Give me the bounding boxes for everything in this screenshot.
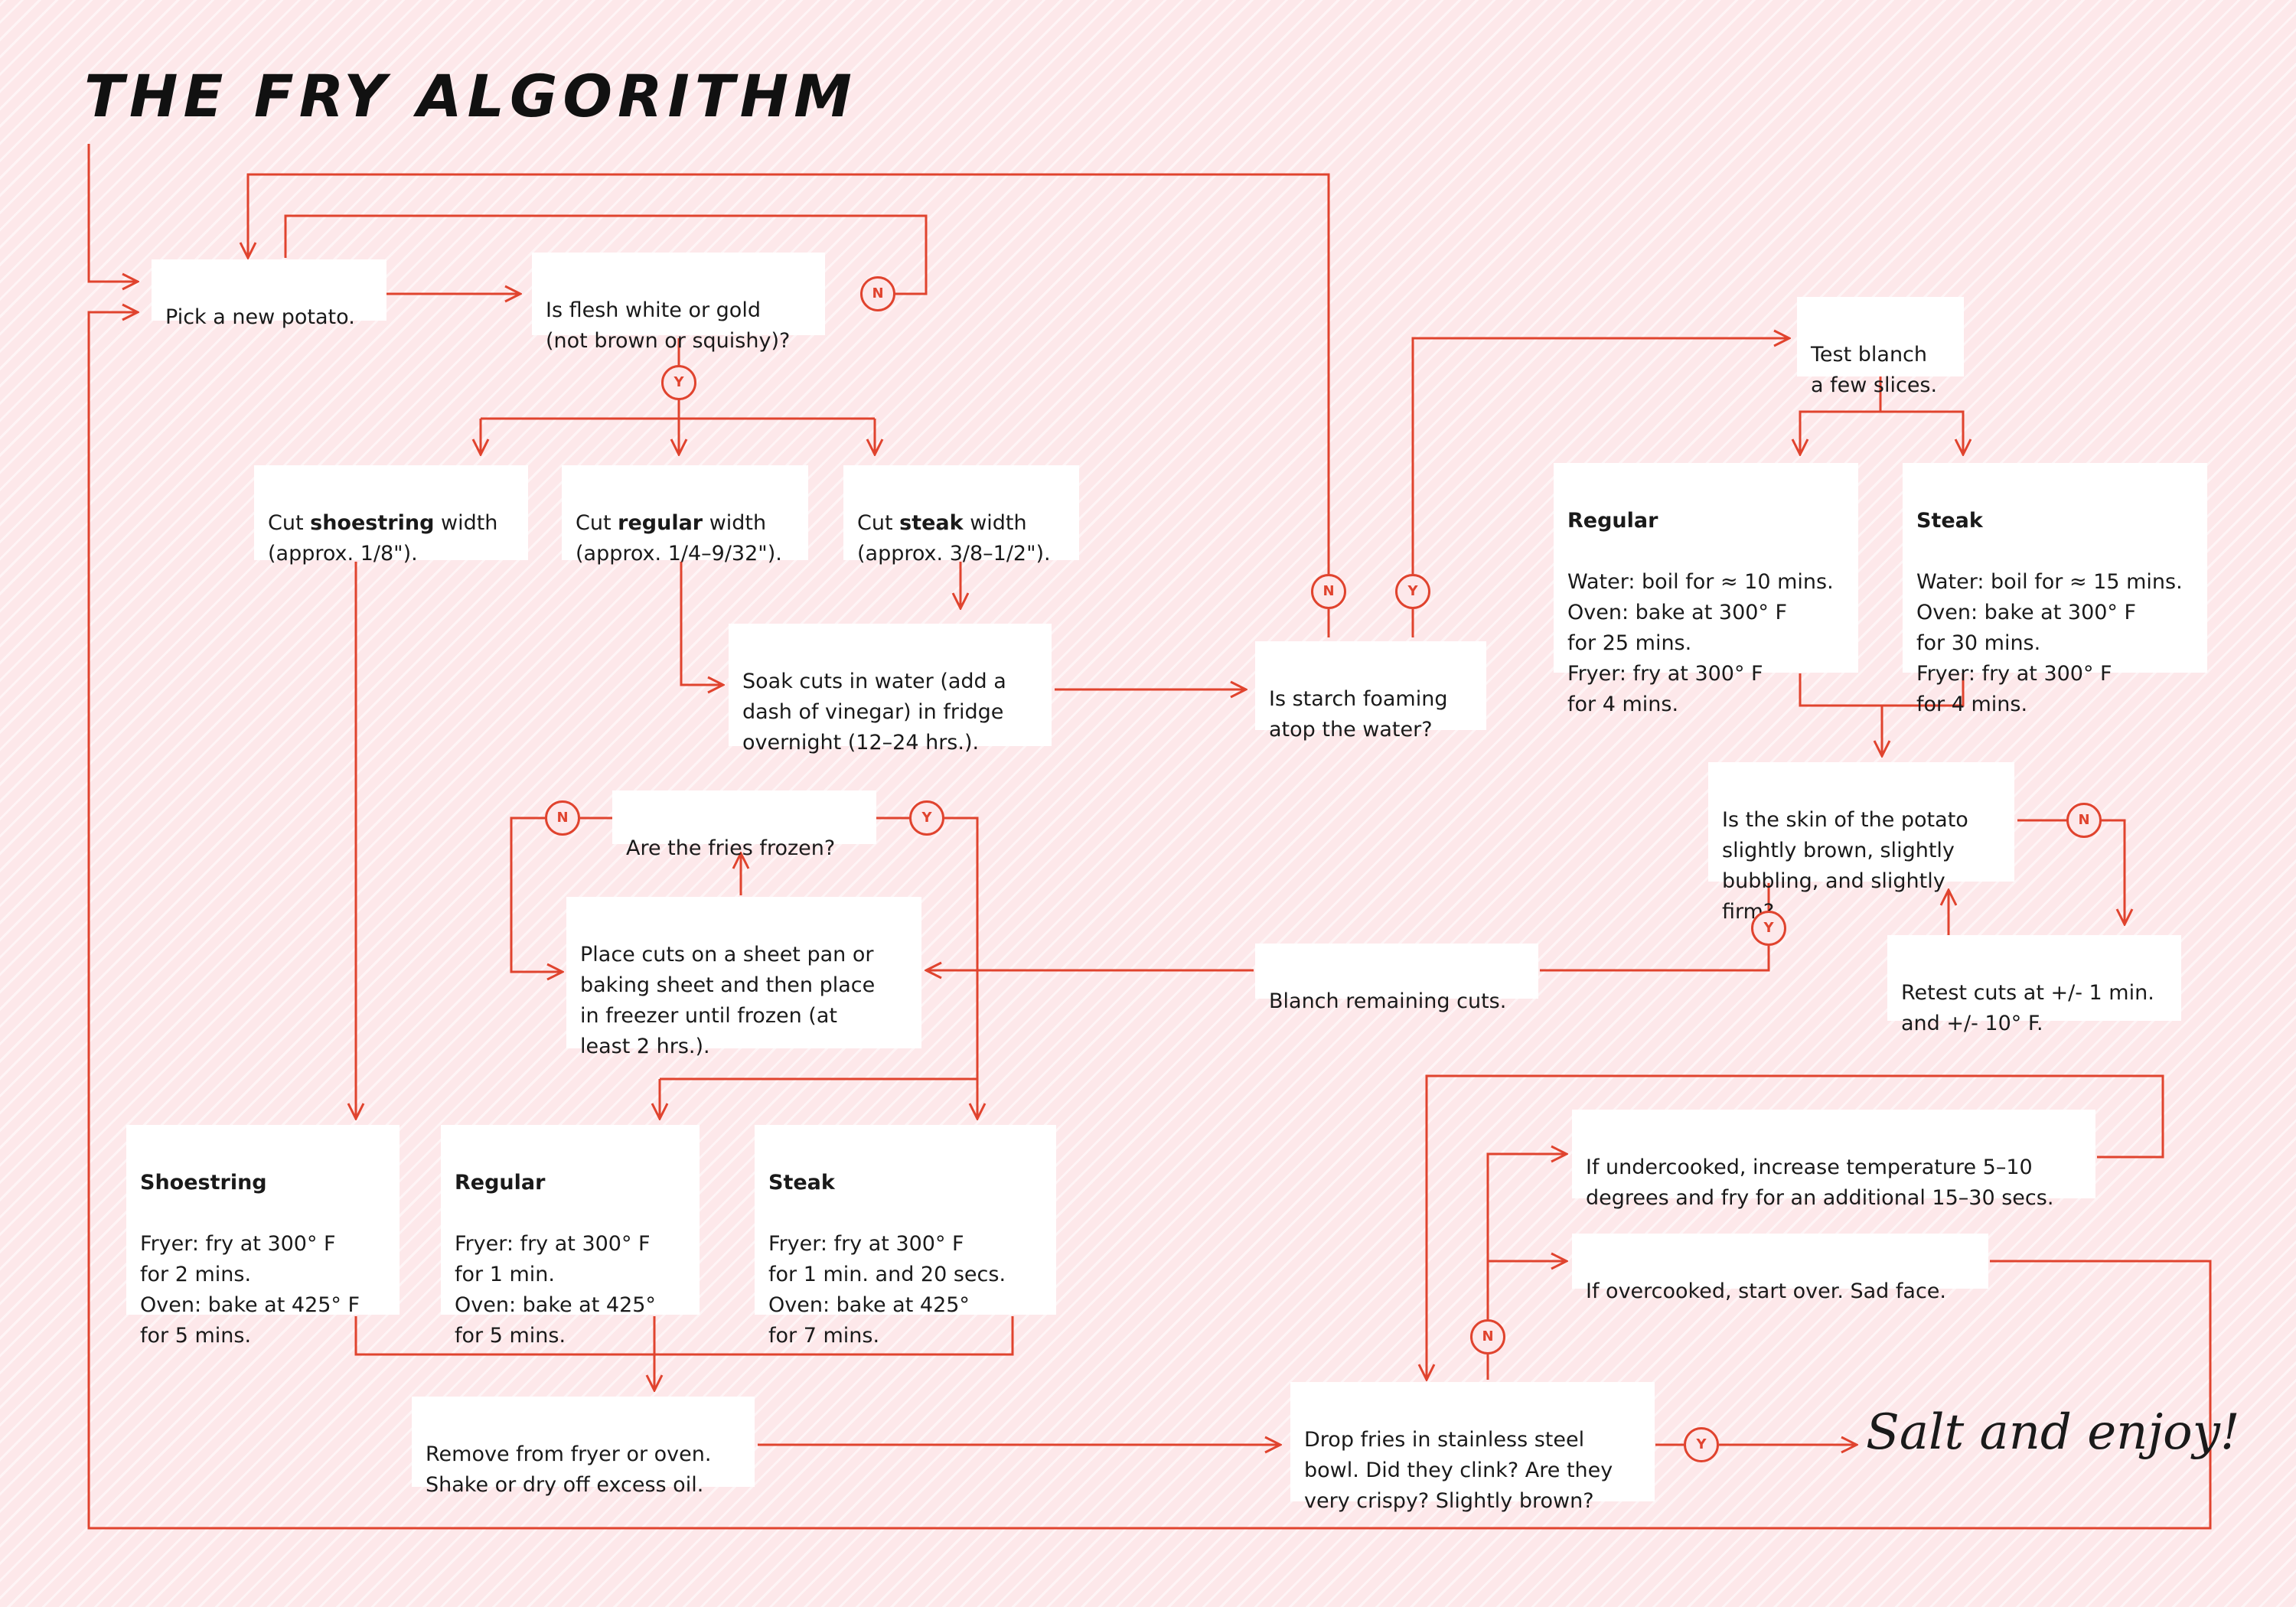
cut-regular-pre: Cut xyxy=(576,511,618,535)
blanch-regular-body: Water: boil for ≈ 10 mins. Oven: bake at… xyxy=(1567,570,1834,716)
fry-regular-heading: Regular xyxy=(455,1171,546,1195)
flesh-yes-marker: Y xyxy=(661,365,696,400)
blanch-regular-heading: Regular xyxy=(1567,509,1658,533)
regular-to-soak-connector xyxy=(680,562,723,685)
blanch-steak-box: Steak Water: boil for ≈ 15 mins. Oven: b… xyxy=(1903,463,2207,716)
start-connector xyxy=(87,144,138,282)
freeze-text: Place cuts on a sheet pan or baking shee… xyxy=(580,943,876,1058)
soak-text: Soak cuts in water (add a dash of vinega… xyxy=(742,670,1006,755)
frozen-yes-marker: Y xyxy=(909,800,944,836)
fry-regular-box: Regular Fryer: fry at 300° F for 1 min. … xyxy=(441,1125,700,1348)
overcooked-box: If overcooked, start over. Sad face. xyxy=(1572,1234,1988,1303)
pick-potato-text: Pick a new potato. xyxy=(165,305,355,329)
cut-regular-box: Cut regular width (approx. 1/4–9/32"). xyxy=(562,465,808,566)
starch-yes-marker: Y xyxy=(1395,574,1430,609)
diagram-title: THE FRY ALGORITHM xyxy=(84,62,857,130)
remove-text: Remove from fryer or oven. Shake or dry … xyxy=(426,1442,712,1497)
starch-no-marker: N xyxy=(1311,574,1346,609)
skin-check-box: Is the skin of the potato slightly brown… xyxy=(1708,762,2014,924)
undercooked-text: If undercooked, increase temperature 5–1… xyxy=(1586,1156,2054,1210)
retest-text: Retest cuts at +/- 1 min. and +/- 10° F. xyxy=(1901,981,2154,1035)
flesh-check-box: Is flesh white or gold (not brown or squ… xyxy=(532,253,825,353)
blanch-steak-body: Water: boil for ≈ 15 mins. Oven: bake at… xyxy=(1916,570,2183,716)
retest-box: Retest cuts at +/- 1 min. and +/- 10° F. xyxy=(1887,935,2181,1035)
blanch-remaining-text: Blanch remaining cuts. xyxy=(1269,989,1507,1013)
frozen-no-marker: N xyxy=(545,800,580,836)
ending-text: Salt and enjoy! xyxy=(1866,1404,2240,1461)
frozen-check-text: Are the fries frozen? xyxy=(626,836,836,860)
fry-steak-heading: Steak xyxy=(768,1171,835,1195)
undercooked-box: If undercooked, increase temperature 5–1… xyxy=(1572,1110,2095,1210)
drop-check-text: Drop fries in stainless steel bowl. Did … xyxy=(1304,1428,1613,1513)
cut-steak-bold: steak xyxy=(899,511,964,535)
cut-steak-box: Cut steak width (approx. 3/8–1/2"). xyxy=(843,465,1079,566)
freeze-box: Place cuts on a sheet pan or baking shee… xyxy=(566,897,921,1058)
cut-shoestring-post: width (approx. 1/8"). xyxy=(268,511,498,566)
flesh-no-loop xyxy=(284,214,928,295)
cut-shoestring-box: Cut shoestring width (approx. 1/8"). xyxy=(254,465,528,566)
test-blanch-text: Test blanch a few slices. xyxy=(1811,343,1938,397)
blanch-regular-box: Regular Water: boil for ≈ 10 mins. Oven:… xyxy=(1554,463,1858,716)
starch-check-box: Is starch foaming atop the water? xyxy=(1255,641,1486,742)
cut-steak-post: width (approx. 3/8–1/2"). xyxy=(857,511,1051,566)
starch-check-text: Is starch foaming atop the water? xyxy=(1269,687,1448,742)
pick-potato-box: Pick a new potato. xyxy=(152,259,386,329)
cut-regular-post: width (approx. 1/4–9/32"). xyxy=(576,511,782,566)
flesh-no-marker: N xyxy=(860,276,895,311)
fry-shoestring-heading: Shoestring xyxy=(140,1171,267,1195)
overcooked-loop xyxy=(87,312,2212,1530)
soak-box: Soak cuts in water (add a dash of vinega… xyxy=(729,624,1052,755)
drop-check-box: Drop fries in stainless steel bowl. Did … xyxy=(1290,1382,1655,1513)
fry-merge-connector xyxy=(354,1316,1014,1356)
frozen-check-box: Are the fries frozen? xyxy=(612,790,876,860)
blanch-remaining-box: Blanch remaining cuts. xyxy=(1255,944,1538,1013)
cut-shoestring-bold: shoestring xyxy=(310,511,435,535)
cut-shoestring-pre: Cut xyxy=(268,511,311,535)
cut-regular-bold: regular xyxy=(618,511,703,535)
fry-shoestring-body: Fryer: fry at 300° F for 2 mins. Oven: b… xyxy=(140,1232,360,1348)
fry-shoestring-box: Shoestring Fryer: fry at 300° F for 2 mi… xyxy=(126,1125,400,1348)
skin-no-marker: N xyxy=(2066,803,2102,838)
flesh-check-text: Is flesh white or gold (not brown or squ… xyxy=(546,298,791,353)
blanch-steak-heading: Steak xyxy=(1916,509,1983,533)
undercooked-loop xyxy=(1427,1074,2164,1380)
fry-regular-body: Fryer: fry at 300° F for 1 min. Oven: ba… xyxy=(455,1232,656,1348)
overcooked-text: If overcooked, start over. Sad face. xyxy=(1586,1279,1946,1303)
fry-steak-body: Fryer: fry at 300° F for 1 min. and 20 s… xyxy=(768,1232,1006,1348)
remove-box: Remove from fryer or oven. Shake or dry … xyxy=(412,1397,755,1497)
fry-steak-box: Steak Fryer: fry at 300° F for 1 min. an… xyxy=(755,1125,1056,1348)
skin-yes-marker: Y xyxy=(1751,911,1786,946)
skin-check-text: Is the skin of the potato slightly brown… xyxy=(1722,808,1968,924)
test-blanch-box: Test blanch a few slices. xyxy=(1797,297,1964,397)
cut-steak-pre: Cut xyxy=(857,511,900,535)
drop-yes-marker: Y xyxy=(1684,1427,1719,1462)
test-blanch-split xyxy=(1800,376,1882,455)
drop-no-marker: N xyxy=(1470,1319,1505,1354)
